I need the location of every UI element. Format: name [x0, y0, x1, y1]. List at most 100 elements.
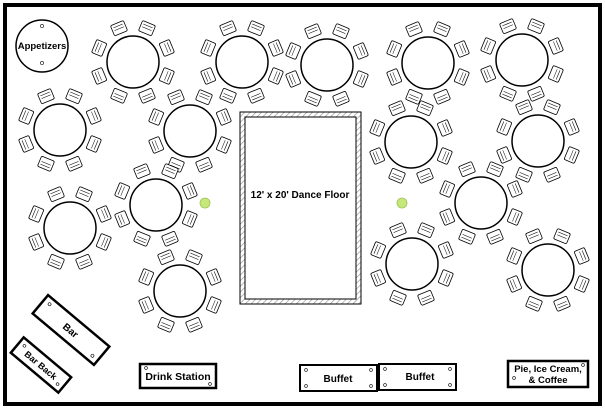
chair — [18, 107, 35, 125]
chair — [219, 20, 237, 37]
chair — [157, 249, 175, 266]
chair — [386, 68, 403, 86]
chair — [138, 296, 155, 314]
table-top — [300, 38, 354, 92]
buffet-table-1: Buffet — [299, 364, 378, 392]
chair — [370, 241, 387, 259]
chair — [133, 230, 151, 247]
round-table — [480, 18, 564, 102]
round-table — [496, 99, 580, 183]
chair — [486, 161, 504, 178]
chair — [525, 228, 543, 245]
chair — [157, 316, 175, 333]
marker-right — [396, 197, 408, 209]
chair — [573, 275, 590, 293]
chair — [458, 228, 476, 245]
chair — [389, 222, 407, 239]
chair — [433, 88, 451, 105]
chair — [205, 268, 222, 286]
chair — [453, 40, 470, 58]
dance-floor-label: 12' x 20' Dance Floor — [251, 190, 350, 201]
table-top — [454, 176, 508, 230]
marker-left — [199, 197, 211, 209]
chair — [506, 275, 523, 293]
chair — [433, 21, 451, 38]
chair — [28, 205, 45, 223]
chair — [167, 89, 185, 106]
table-top — [521, 243, 575, 297]
chair — [267, 67, 284, 85]
chair — [543, 166, 561, 183]
chair — [200, 39, 217, 57]
chair — [332, 23, 350, 40]
chair — [506, 208, 523, 226]
round-table — [18, 88, 102, 172]
chair — [110, 20, 128, 37]
chair — [195, 156, 213, 173]
chair — [28, 233, 45, 251]
chair — [148, 136, 165, 154]
chair — [75, 253, 93, 270]
table-top — [33, 103, 87, 157]
round-table — [285, 23, 369, 107]
chair — [506, 180, 523, 198]
table-top — [106, 35, 160, 89]
round-table — [114, 163, 198, 247]
dessert-label-line1: Pie, Ice Cream, — [514, 364, 582, 375]
chair — [458, 161, 476, 178]
chair — [369, 147, 386, 165]
appetizers-label: Appetizers — [18, 41, 67, 52]
chair — [405, 21, 423, 38]
chair — [496, 118, 513, 136]
chair — [148, 108, 165, 126]
round-table — [138, 249, 222, 333]
chair — [369, 119, 386, 137]
round-table — [370, 222, 454, 306]
table-top — [385, 237, 439, 291]
round-table — [369, 100, 453, 184]
chair — [95, 233, 112, 251]
buffet-1-label: Buffet — [324, 374, 354, 385]
chair — [75, 186, 93, 203]
chair — [18, 135, 35, 153]
chair — [437, 241, 454, 259]
chair — [496, 146, 513, 164]
chair — [453, 68, 470, 86]
round-table — [506, 228, 590, 312]
chair — [563, 146, 580, 164]
chair — [388, 100, 406, 117]
chair — [114, 210, 131, 228]
chair — [515, 166, 533, 183]
chair — [114, 182, 131, 200]
chair — [332, 90, 350, 107]
chair — [352, 70, 369, 88]
chair — [352, 42, 369, 60]
bar-counter: Bar — [30, 293, 112, 367]
chair — [91, 67, 108, 85]
chair — [158, 39, 175, 57]
table-top — [215, 35, 269, 89]
chair — [547, 65, 564, 83]
chair — [547, 37, 564, 55]
drink-station: Drink Station — [138, 362, 218, 390]
table-top — [511, 114, 565, 168]
buffet-2-label: Buffet — [406, 372, 436, 383]
chair — [525, 295, 543, 312]
appetizers-table: Appetizers — [15, 19, 69, 73]
round-table — [200, 20, 284, 104]
chair — [499, 85, 517, 102]
drink-station-label: Drink Station — [145, 371, 210, 383]
table-top — [43, 201, 97, 255]
chair — [138, 268, 155, 286]
round-table — [91, 20, 175, 104]
dessert-label-line2: & Coffee — [528, 375, 567, 386]
chair — [95, 205, 112, 223]
chair — [439, 208, 456, 226]
chair — [436, 147, 453, 165]
chair — [553, 295, 571, 312]
chair — [205, 296, 222, 314]
chair — [110, 87, 128, 104]
chair — [437, 269, 454, 287]
chair — [527, 85, 545, 102]
